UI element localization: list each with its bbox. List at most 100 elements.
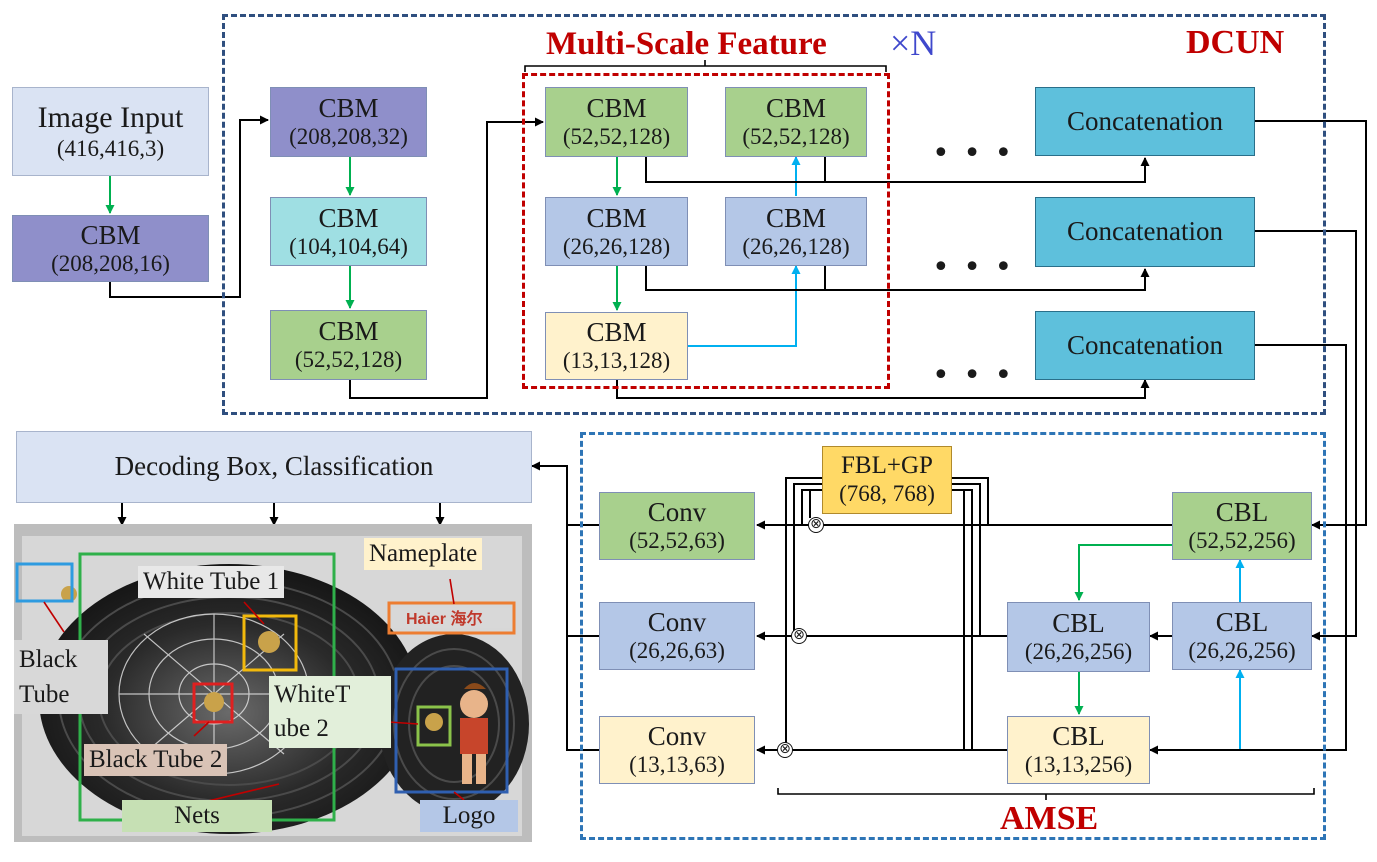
decoding-label: Decoding Box, Classification	[114, 451, 434, 482]
cbl-m2-dims: (26,26,256)	[1024, 639, 1133, 665]
amse-region	[580, 432, 1326, 840]
msf-a1-dims: (52,52,128)	[562, 124, 671, 150]
dcun-label: DCUN	[1186, 24, 1285, 61]
msf-a2-box: CBM (26,26,128)	[545, 197, 688, 266]
cbm2-name: CBM	[318, 93, 379, 124]
fbl-gp-box: FBL+GP (768, 768)	[822, 446, 952, 514]
image-input-name: Image Input	[37, 101, 184, 135]
multiply-node-1: ⊗	[808, 517, 824, 533]
wire-cbm1-cbm2	[109, 115, 269, 298]
msf-a3-box: CBM (13,13,128)	[545, 312, 688, 380]
fbl-gp-name: FBL+GP	[841, 452, 933, 480]
concat-1-box: Concatenation	[1035, 87, 1255, 156]
concat-3-box: Concatenation	[1035, 311, 1255, 380]
cbm3-box: CBM (104,104,64)	[270, 197, 427, 266]
multiply-node-3: ⊗	[777, 742, 793, 758]
conv2-dims: (26,26,63)	[629, 638, 725, 664]
cbm1-name: CBM	[80, 219, 141, 250]
concat-3-label: Concatenation	[1067, 329, 1223, 360]
cbl-r1-name: CBL	[1215, 497, 1269, 528]
msf-b1-dims: (52,52,128)	[742, 124, 850, 150]
amse-label: AMSE	[1000, 800, 1099, 837]
fbl-gp-dims: (768, 768)	[839, 481, 935, 507]
msf-multiplier: ×N	[890, 23, 937, 63]
msf-a2-name: CBM	[586, 202, 647, 233]
msf-b2-name: CBM	[765, 202, 827, 233]
conv3-box: Conv (13,13,63)	[599, 716, 755, 784]
cbl-m3-dims: (13,13,256)	[1024, 752, 1133, 778]
image-input-box: Image Input (416,416,3)	[12, 87, 209, 176]
cbl-r2-box: CBL (26,26,256)	[1172, 602, 1312, 670]
cbm2-box: CBM (208,208,32)	[270, 87, 427, 157]
label-white-tube-2: WhiteT ube 2	[269, 676, 391, 748]
conv1-dims: (52,52,63)	[629, 528, 725, 554]
cbl-r1-box: CBL (52,52,256)	[1172, 492, 1312, 560]
ellipsis-row2: • • •	[932, 250, 1015, 285]
msf-b1-box: CBM (52,52,128)	[725, 87, 867, 157]
wire-conv1-decoding	[531, 461, 599, 526]
conv1-name: Conv	[647, 497, 707, 528]
cbm1-dims: (208,208,16)	[51, 250, 170, 276]
msf-region	[522, 73, 890, 389]
arrow-cblr1-cblm2	[1074, 544, 1172, 601]
cbl-m2-box: CBL (26,26,256)	[1007, 602, 1150, 672]
amse-brace	[777, 788, 1315, 800]
conv2-name: Conv	[647, 607, 707, 638]
cbl-r1-dims: (52,52,256)	[1188, 528, 1296, 554]
cbl-m3-box: CBL (13,13,256)	[1007, 716, 1150, 784]
concat-1-label: Concatenation	[1067, 105, 1223, 136]
cbm4-dims: (52,52,128)	[294, 347, 403, 373]
cbl-r2-dims: (26,26,256)	[1188, 638, 1296, 664]
concat-2-box: Concatenation	[1035, 197, 1255, 267]
cbm3-dims: (104,104,64)	[289, 233, 408, 259]
label-nameplate: Nameplate	[364, 538, 483, 570]
label-white-tube-1: White Tube 1	[138, 566, 285, 598]
photo-brand-text: Haier 海尔	[406, 609, 482, 628]
msf-brace	[524, 60, 887, 72]
wire-concat2-cblr2	[1255, 230, 1357, 641]
msf-a2-dims: (26,26,128)	[562, 233, 671, 259]
detection-example-photo: Haier 海尔 Nameplate White Tube 1 Black Tu…	[14, 524, 532, 842]
msf-a1-box: CBM (52,52,128)	[545, 87, 688, 157]
conv1-box: Conv (52,52,63)	[599, 492, 755, 560]
cbm3-name: CBM	[318, 202, 379, 233]
wire-fbl-right	[952, 477, 989, 750]
label-nets: Nets	[122, 800, 272, 832]
conv3-name: Conv	[647, 721, 707, 752]
ellipsis-row3: • • •	[932, 358, 1015, 393]
multiply-node-2: ⊗	[791, 628, 807, 644]
cbm4-box: CBM (52,52,128)	[270, 310, 427, 380]
wire-cbm4-msf	[349, 117, 544, 399]
arrow-a3-b2	[688, 265, 801, 347]
wire-fbl-left	[785, 477, 822, 750]
wire-row2-concat	[645, 266, 1150, 291]
label-logo: Logo	[420, 800, 518, 832]
msf-b2-dims: (26,26,128)	[742, 233, 850, 259]
cbm2-dims: (208,208,32)	[289, 124, 408, 150]
label-black-tube: Black Tube	[14, 640, 108, 714]
msf-title: Multi-Scale Feature	[546, 26, 827, 62]
cbm4-name: CBM	[318, 316, 379, 347]
conv2-box: Conv (26,26,63)	[599, 602, 755, 670]
cbl-m2-name: CBL	[1052, 608, 1105, 639]
decoding-box: Decoding Box, Classification	[16, 431, 532, 503]
label-black-tube-2: Black Tube 2	[84, 744, 228, 776]
wire-row3-concat	[616, 379, 1150, 399]
conv3-dims: (13,13,63)	[629, 752, 725, 778]
cbl-m3-name: CBL	[1052, 721, 1105, 752]
cbm1-box: CBM (208,208,16)	[12, 215, 209, 282]
wire-conv3-decoding	[566, 636, 599, 751]
wire-concat1-cblr1	[1255, 120, 1367, 530]
wire-row1-concat	[645, 157, 1150, 183]
concat-2-label: Concatenation	[1067, 216, 1223, 247]
ellipsis-row1: • • •	[932, 136, 1015, 171]
wire-concat3-cblm3	[1149, 344, 1347, 755]
msf-a3-dims: (13,13,128)	[562, 348, 671, 374]
msf-b1-name: CBM	[765, 93, 827, 124]
dcun-region	[222, 14, 1326, 415]
image-input-dims: (416,416,3)	[56, 135, 165, 161]
msf-a3-name: CBM	[586, 317, 647, 348]
cbl-r2-name: CBL	[1215, 607, 1269, 638]
